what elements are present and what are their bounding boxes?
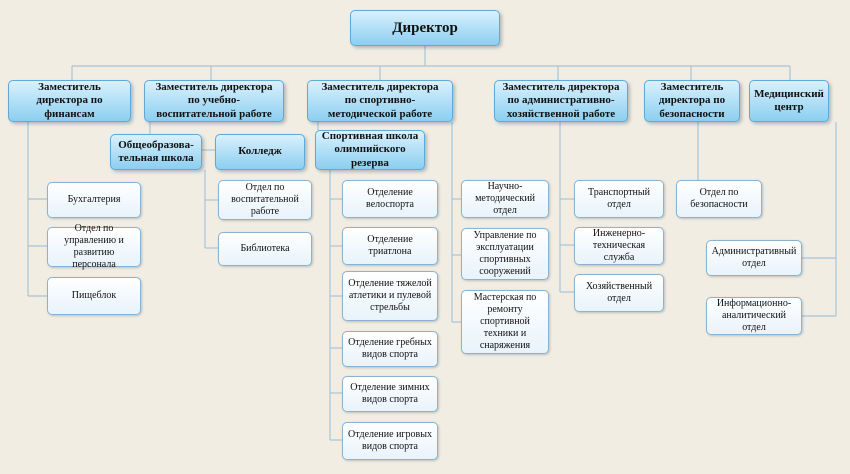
medical-center-box: Медицинский центр [749, 80, 829, 122]
rowing-dept-box: Отделение гребных видов спорта [342, 331, 438, 367]
college-box: Колледж [215, 134, 305, 170]
canteen-label: Пищеблок [71, 290, 117, 301]
personnel-dept-box: Отдел по управлению и развитию персонала [47, 223, 141, 270]
accounting-box: Бухгалтерия [47, 182, 141, 218]
methodical-dept-label: Научно- методический отдел [475, 181, 535, 216]
deputy-finance-label: Заместитель директора по финансам [36, 81, 103, 120]
facilities-dept-label: Управление по эксплуатации спортивных со… [473, 230, 537, 277]
administrative-dept-box: Административный отдел [706, 240, 802, 276]
olympic-school-box: Спортивная школа олимпийского резерва [315, 130, 425, 170]
engineering-service-label: Инженерно- техническая служба [592, 228, 646, 263]
transport-dept-label: Транспортный отдел [588, 187, 650, 210]
triathlon-dept-label: Отделение триатлона [367, 234, 413, 257]
winter-sports-dept-label: Отделение зимних видов спорта [350, 382, 430, 405]
deputy-admin-box: Заместитель директора по административно… [494, 80, 628, 122]
deputy-security-label: Заместитель директора по безопасности [658, 81, 726, 120]
team-sports-dept-box: Отделение игровых видов спорта [342, 422, 438, 460]
info-analytics-dept-box: Информационно- аналитический отдел [706, 297, 802, 335]
general-school-box: Общеобразова- тельная школа [110, 134, 202, 170]
triathlon-dept-box: Отделение триатлона [342, 227, 438, 265]
cycling-dept-label: Отделение велоспорта [366, 187, 414, 210]
security-dept-label: Отдел по безопасности [690, 187, 748, 210]
director-box: Директор [350, 10, 500, 46]
olympic-school-label: Спортивная школа олимпийского резерва [321, 130, 419, 169]
upbringing-dept-box: Отдел по воспитательной работе [218, 180, 312, 220]
facilities-dept-box: Управление по эксплуатации спортивных со… [461, 228, 549, 280]
workshop-label: Мастерская по ремонту спортивной техники… [473, 292, 537, 351]
general-school-label: Общеобразова- тельная школа [118, 138, 194, 164]
administrative-dept-label: Административный отдел [711, 246, 797, 269]
athletics-dept-box: Отделение тяжелой атлетики и пулевой стр… [342, 271, 438, 321]
deputy-education-label: Заместитель директора по учебно- воспита… [155, 81, 273, 120]
team-sports-dept-label: Отделение игровых видов спорта [348, 429, 432, 452]
canteen-box: Пищеблок [47, 277, 141, 315]
library-label: Библиотека [240, 243, 290, 254]
personnel-dept-label: Отдел по управлению и развитию персонала [64, 223, 124, 270]
athletics-dept-label: Отделение тяжелой атлетики и пулевой стр… [348, 278, 432, 313]
rowing-dept-label: Отделение гребных видов спорта [348, 337, 432, 360]
security-dept-box: Отдел по безопасности [676, 180, 762, 218]
info-analytics-dept-label: Информационно- аналитический отдел [716, 298, 792, 333]
household-dept-box: Хозяйственный отдел [574, 274, 664, 312]
winter-sports-dept-box: Отделение зимних видов спорта [342, 376, 438, 412]
cycling-dept-box: Отделение велоспорта [342, 180, 438, 218]
workshop-box: Мастерская по ремонту спортивной техники… [461, 290, 549, 354]
methodical-dept-box: Научно- методический отдел [461, 180, 549, 218]
medical-center-label: Медицинский центр [754, 87, 824, 113]
deputy-finance-box: Заместитель директора по финансам [8, 80, 131, 122]
deputy-education-box: Заместитель директора по учебно- воспита… [144, 80, 284, 122]
deputy-sport-label: Заместитель директора по спортивно- мето… [321, 81, 439, 120]
deputy-security-box: Заместитель директора по безопасности [644, 80, 740, 122]
deputy-sport-box: Заместитель директора по спортивно- мето… [307, 80, 453, 122]
household-dept-label: Хозяйственный отдел [585, 281, 653, 304]
accounting-label: Бухгалтерия [67, 194, 121, 205]
upbringing-dept-label: Отдел по воспитательной работе [231, 182, 299, 217]
engineering-service-box: Инженерно- техническая служба [574, 227, 664, 265]
deputy-admin-label: Заместитель директора по административно… [502, 81, 620, 120]
college-label: Колледж [238, 145, 282, 158]
transport-dept-box: Транспортный отдел [574, 180, 664, 218]
library-box: Библиотека [218, 232, 312, 266]
director-label: Директор [392, 20, 458, 36]
